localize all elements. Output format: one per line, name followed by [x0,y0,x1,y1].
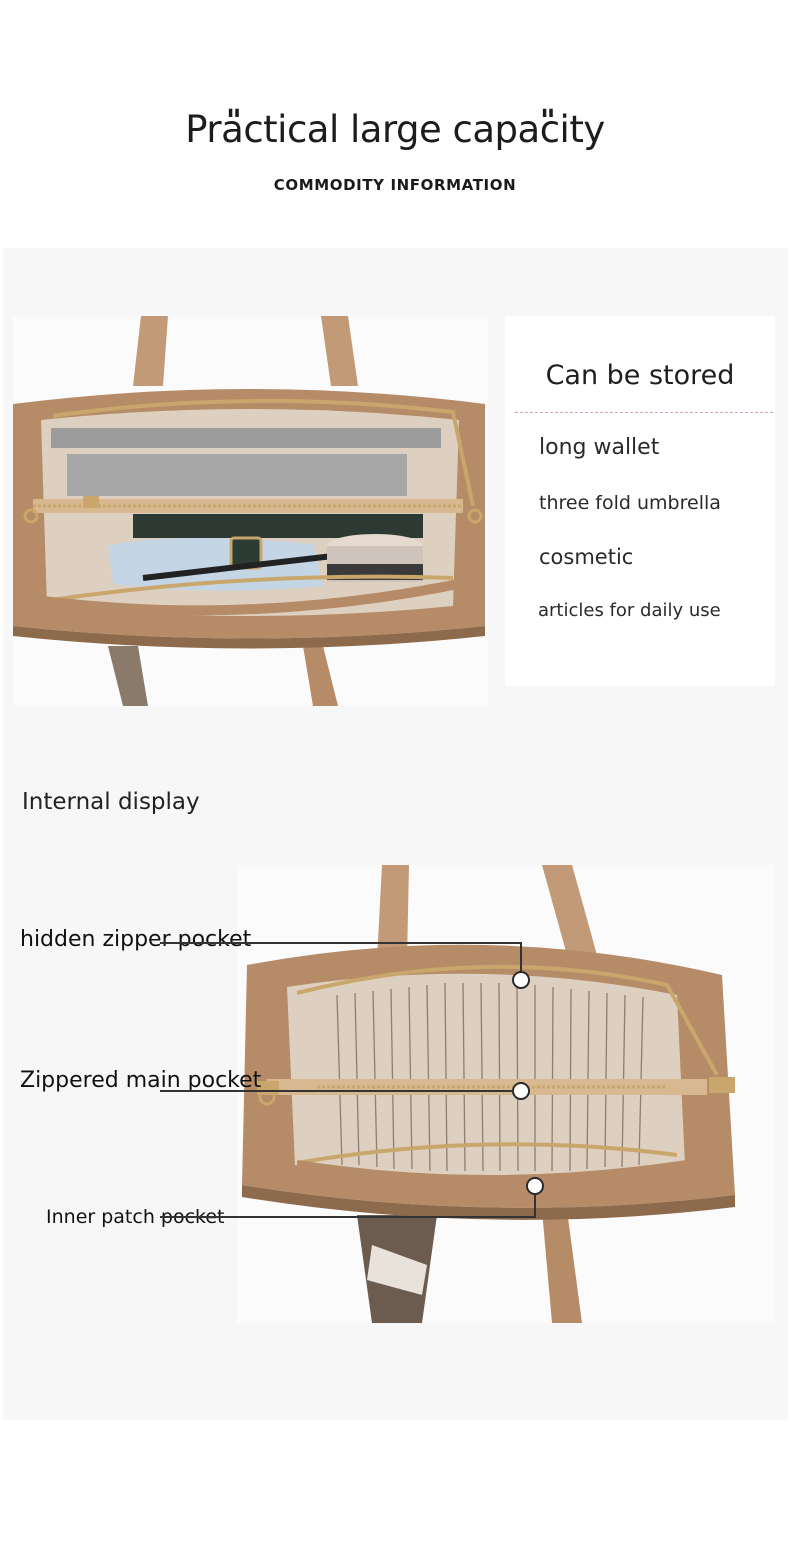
internal-display-heading: Internal display [22,789,200,815]
header: Practical large capacity " " COMMODITY I… [0,0,790,248]
storage-item: three fold umbrella [539,492,721,514]
footer-space [0,1420,790,1550]
callout-dot [512,971,530,989]
storage-item: cosmetic [539,545,634,569]
quote-mark-right: " [540,104,556,139]
page-subtitle: COMMODITY INFORMATION [273,176,517,194]
storage-card: Can be stored long wallet three fold umb… [505,316,775,686]
leader-line [160,942,522,944]
callout-dot [512,1082,530,1100]
quote-mark-left: " [226,104,242,139]
page-title: Practical large capacity [185,108,605,151]
leader-line [534,1195,536,1217]
callout-inner-patch-pocket: Inner patch pocket [46,1206,225,1228]
leader-line [160,1216,536,1218]
leader-line [160,1090,512,1092]
bag-contents-photo [13,316,488,706]
storage-divider [515,412,773,413]
bag-interior-photo [237,865,775,1323]
callout-hidden-zipper-pocket: hidden zipper pocket [20,927,252,952]
storage-item: articles for daily use [538,600,721,621]
callout-dot [526,1177,544,1195]
callout-zippered-main-pocket: Zippered main pocket [20,1068,262,1093]
leader-line [520,942,522,972]
storage-item: long wallet [539,435,660,460]
storage-title: Can be stored [545,360,735,391]
